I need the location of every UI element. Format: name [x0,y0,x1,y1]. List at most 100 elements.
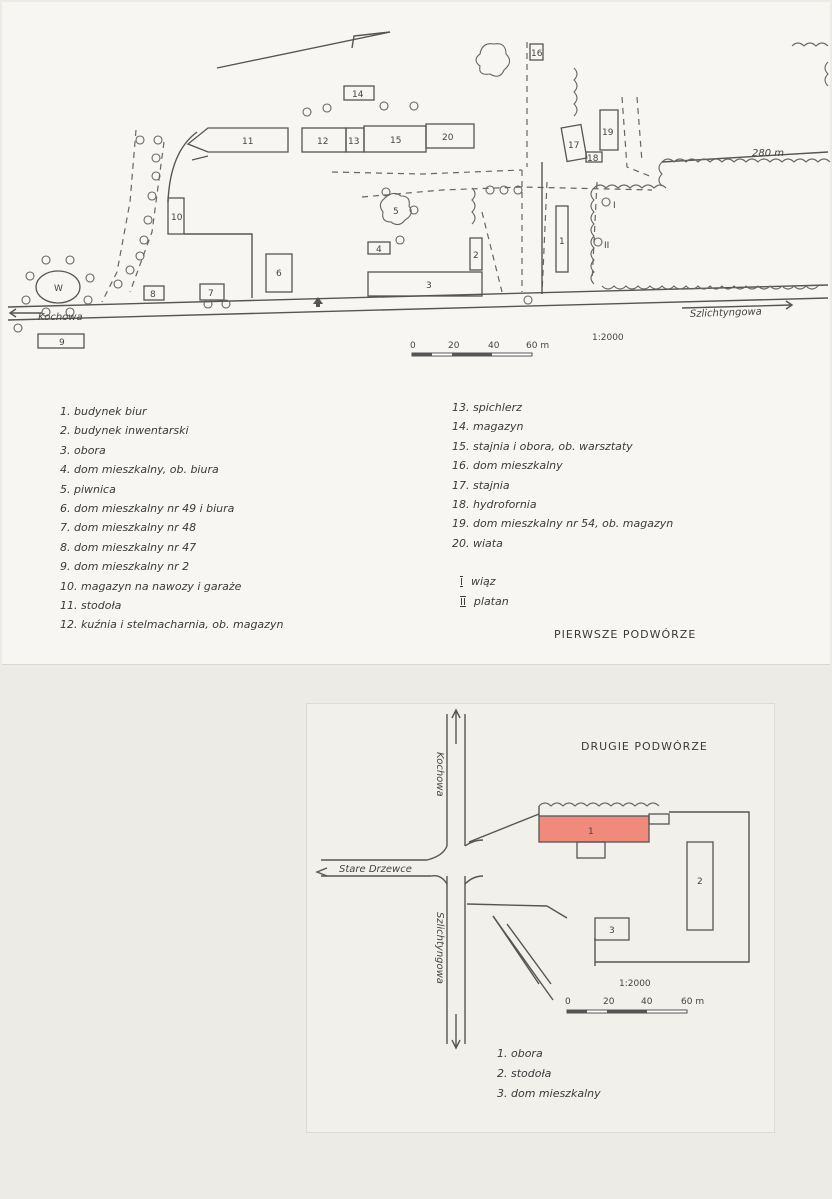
building-3-label: 3 [609,926,615,936]
scale-tick-0: 0 [410,341,416,351]
building-12-label: 12 [317,137,328,147]
building-2 [469,237,483,271]
tree-name: platan [473,595,509,608]
tree-north [475,43,511,77]
diag-line-c [506,923,552,985]
scale-ratio-second: 1:2000 [619,979,651,989]
scale-tick-60: 60 m [526,341,549,351]
building-9 [37,333,85,349]
road-corner-right-bottom [464,875,484,885]
arrow-szlichtyngowa [681,304,793,309]
legend-second: 1. obora 2. stodoła 3. dom mieszkalny [497,1044,601,1104]
building-18-label: 18 [587,154,599,164]
path-center-diag [481,211,503,293]
legend-item: 17. stajnia [452,478,510,492]
building-14-label: 14 [352,90,364,100]
hedge-right-top-edge [824,61,829,87]
arrow-szlichtyngowa-head [785,300,794,310]
scale-bar-first: 0 20 40 60 m 1:2000 [410,333,624,357]
building-10 [167,197,185,235]
arrow-kochowa-head [8,308,17,318]
building-17-label: 17 [568,141,579,151]
scale-tick-40: 40 [488,341,500,351]
tree-mark: I [460,577,463,588]
building-5-cellar [379,192,412,226]
distance-280m: 280 m [752,148,784,159]
legend-item: 6. dom mieszkalny nr 49 i biura [60,502,235,516]
building-20-label: 20 [442,133,454,143]
legend-item: 19. dom mieszkalny nr 54, ob. magazyn [452,517,674,531]
second-yard-map: 1 2 3 Kochowa Stare Drzewce Szlichtyngow… [315,708,750,1050]
street-kochowa-v: Kochowa [434,752,445,797]
road-corner-lower [430,874,448,885]
path-right-top-2 [636,96,643,163]
legend-item: 11. stodoła [60,599,122,613]
legend-item: 15. stajnia i obora, ob. warsztaty [452,439,633,453]
hedge-near-2 [471,187,476,225]
hedge-right-corner [658,161,663,187]
fence-near-6 [184,233,253,298]
street-stare-drzewce: Stare Drzewce [339,864,412,875]
hedge-near-17 [573,67,578,117]
scale-tick-20: 20 [448,341,460,351]
legend-item: 4. dom mieszkalny, ob. biura [60,463,219,477]
building-19 [599,109,619,151]
building-15-label: 15 [390,136,401,146]
building-7 [199,283,225,301]
scale-bar-second: 0 20 40 60 m 1:2000 [565,979,704,1014]
arrow-left-head [315,867,328,877]
tree-mark-i: I [613,201,616,211]
building-1-wing [576,841,606,859]
pond-w [35,270,81,304]
legend-item: 12. kuźnia i stelmacharnia, ob. magazyn [60,618,284,632]
building-11 [186,127,289,153]
building-18 [585,151,603,163]
building-1-label: 1 [588,827,594,837]
second-yard-title: DRUGIE PODWÓRZE [581,740,708,753]
building-4 [367,241,391,255]
legend-tree-ii: II platan [460,592,509,612]
building-3-label: 3 [426,281,432,291]
legend-item: 3. obora [60,443,106,457]
tree-mark-ii: II [604,241,609,251]
building-7-label: 7 [208,289,214,299]
building-14 [343,85,375,101]
arrow-down-head [451,1039,461,1050]
road-lower-edge [7,297,829,321]
legend-item: 16. dom mieszkalny [452,459,563,473]
scale-ratio-first: 1:2000 [592,333,624,343]
scale-tick-20: 20 [603,997,615,1007]
first-yard-map: 10 11 12 13 15 20 14 16 17 18 19 1 2 3 4… [7,31,831,357]
legend-item: 13. spichlerz [452,401,522,414]
hedge-right-top-corner [791,42,829,47]
approach-south-turn [546,905,568,919]
road-corner-right-top [464,839,484,847]
legend-item: 20. wiata [452,536,503,550]
building-16-label: 16 [531,49,543,59]
building-1-annex [648,813,670,825]
scale-tick-60: 60 m [681,997,704,1007]
legend-first-right: 13. spichlerz 14. magazyn 15. stajnia i … [452,398,673,553]
building-17 [560,123,588,163]
legend-item: 2. budynek inwentarski [60,424,189,438]
first-yard-sheet: 10 11 12 13 15 20 14 16 17 18 19 1 2 3 4… [2,2,831,665]
building-8-label: 8 [150,290,156,300]
tree-name: wiąz [470,575,496,588]
path-center-mid [361,186,653,198]
approach-north [468,813,540,843]
building-3 [367,271,483,297]
path-left-1 [101,129,137,303]
building-11-label: 11 [242,137,253,147]
street-szlichtyngowa: Szlichtyngowa [690,306,762,320]
legend-item: 9. dom mieszkalny nr 2 [60,560,190,574]
building-10-label: 10 [171,213,183,223]
tree-mark: II [460,597,466,608]
hedge-right-inner-top [593,184,667,189]
legend-item: 2. stodoła [497,1067,552,1080]
legend-item: 1. obora [497,1047,543,1060]
north-line-tip [351,31,391,49]
building-20 [425,123,475,149]
path-left-2 [129,141,165,293]
